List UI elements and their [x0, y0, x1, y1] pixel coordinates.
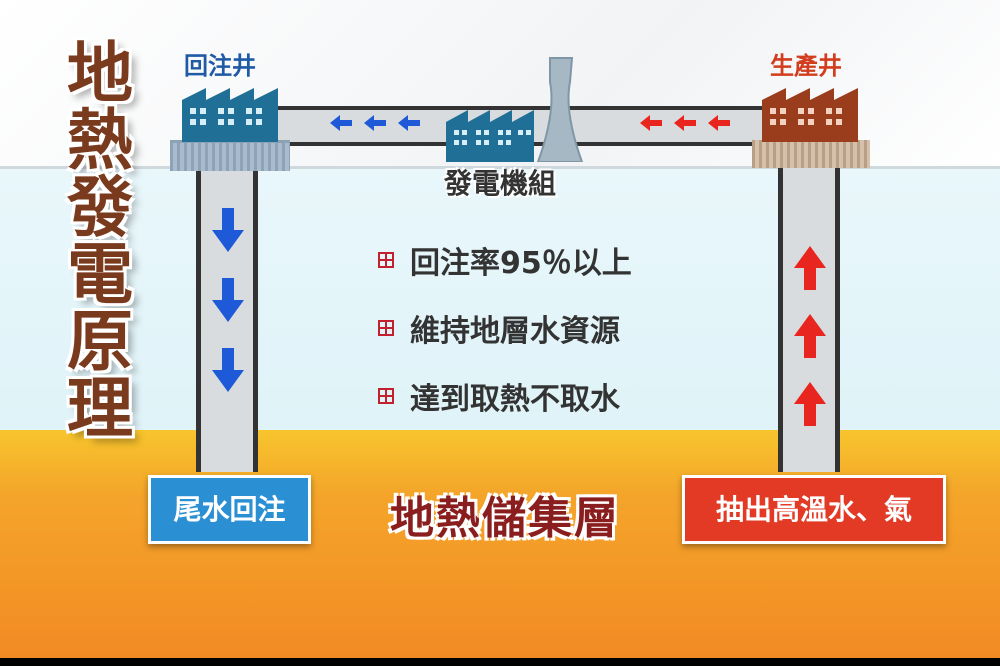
arrow-up-icon	[794, 246, 826, 290]
arrow-down-icon	[212, 278, 244, 322]
production-factory-icon	[762, 88, 858, 142]
injection-well-label: 回注井	[184, 52, 256, 80]
note-text: 維持地層水資源	[410, 314, 620, 349]
arrow-left-icon	[398, 115, 420, 131]
downward-flow-arrows	[212, 208, 244, 392]
power-station-icon	[446, 57, 584, 162]
tailwater-injection-label: 尾水回注	[148, 475, 311, 544]
title-char: 理	[67, 370, 133, 447]
arrow-left-icon	[708, 115, 730, 131]
title-char: 熱	[67, 102, 133, 179]
note-text: 回注率95％以上	[410, 246, 632, 281]
arrow-down-icon	[212, 348, 244, 392]
plus-box-icon	[378, 252, 394, 268]
notes-list: 回注率95％以上 維持地層水資源 達到取熱不取水	[378, 226, 632, 430]
cooling-tower-icon	[536, 57, 584, 162]
injection-flow-arrows	[330, 115, 420, 131]
arrow-up-icon	[794, 314, 826, 358]
plus-box-icon	[378, 388, 394, 404]
reservoir-label: 地熱儲集層	[390, 493, 620, 544]
note-text: 達到取熱不取水	[410, 382, 620, 417]
arrow-left-icon	[640, 115, 662, 131]
generator-factory-icon	[446, 110, 534, 162]
arrow-left-icon	[364, 115, 386, 131]
plus-box-icon	[378, 320, 394, 336]
diagram-title: 地熱發電原理	[50, 40, 150, 442]
generator-label: 發電機組	[444, 167, 557, 200]
production-well-base	[752, 140, 870, 168]
list-item: 達到取熱不取水	[378, 362, 632, 430]
ground-surface-line	[0, 166, 1000, 169]
arrow-down-icon	[212, 208, 244, 252]
title-char: 地	[67, 35, 133, 112]
injection-factory-icon	[182, 88, 278, 142]
injection-well-base	[170, 140, 290, 171]
extraction-label: 抽出高溫水、氣	[682, 475, 946, 544]
arrow-up-icon	[794, 382, 826, 426]
title-char: 原	[67, 303, 133, 380]
title-char: 電	[67, 236, 133, 313]
production-flow-arrows	[640, 115, 730, 131]
title-char: 發	[67, 169, 133, 246]
list-item: 回注率95％以上	[378, 226, 632, 294]
upward-flow-arrows	[794, 246, 826, 426]
production-well-label: 生產井	[770, 52, 842, 80]
arrow-left-icon	[674, 115, 696, 131]
list-item: 維持地層水資源	[378, 294, 632, 362]
arrow-left-icon	[330, 115, 352, 131]
